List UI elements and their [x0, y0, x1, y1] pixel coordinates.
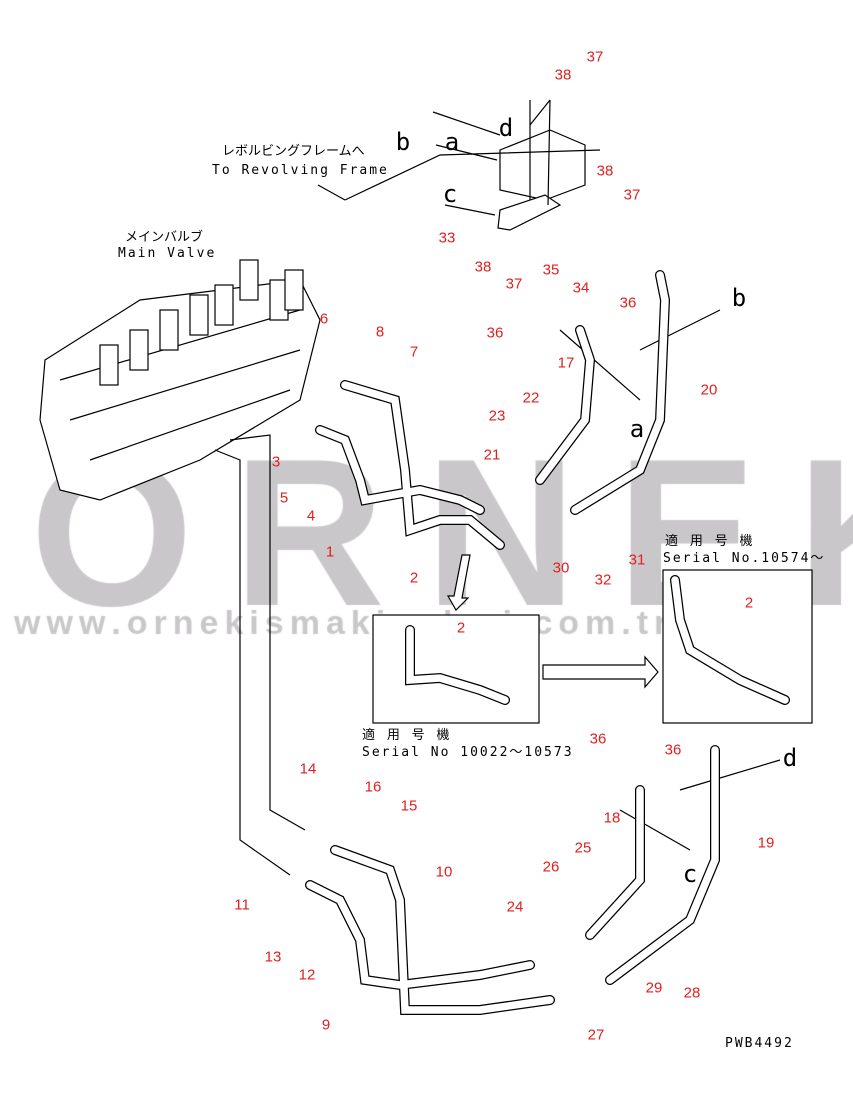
callout-25: 25: [574, 839, 592, 857]
callout-19: 19: [757, 834, 775, 852]
callout-2: 2: [456, 619, 466, 637]
callout-29: 29: [645, 979, 663, 997]
callout-13: 13: [264, 948, 282, 966]
callout-12: 12: [298, 966, 316, 984]
callout-31: 31: [628, 551, 646, 569]
callout-3: 3: [271, 453, 281, 471]
callout-18: 18: [603, 809, 621, 827]
main-valve-label-en: Main Valve: [118, 246, 217, 261]
callout-20: 20: [700, 381, 718, 399]
valve-spool: [129, 329, 149, 371]
callout-36: 36: [486, 324, 504, 342]
callout-5: 5: [279, 489, 289, 507]
callout-10: 10: [435, 863, 453, 881]
callout-26: 26: [542, 858, 560, 876]
callout-37: 37: [586, 48, 604, 66]
serial-old-label-jp: 適 用 号 機: [362, 728, 452, 743]
connection-letter-c: c: [682, 860, 698, 888]
callout-32: 32: [594, 571, 612, 589]
callout-21: 21: [483, 446, 501, 464]
callout-23: 23: [488, 407, 506, 425]
callout-22: 22: [522, 389, 540, 407]
bracket-drawing: [497, 99, 586, 231]
callout-37: 37: [505, 275, 523, 293]
revolving-frame-label-jp: レボルビングフレームへ: [222, 144, 365, 159]
callout-14: 14: [299, 760, 317, 778]
callout-24: 24: [506, 898, 524, 916]
callout-36: 36: [664, 741, 682, 759]
main-valve-label-jp: メインバルブ: [125, 230, 204, 245]
callout-33: 33: [438, 229, 456, 247]
serial-new-label-jp: 適 用 号 機: [665, 534, 755, 549]
callout-2: 2: [744, 594, 754, 612]
connection-letter-a: a: [629, 415, 645, 443]
callout-2: 2: [409, 569, 419, 587]
callout-38: 38: [596, 162, 614, 180]
connection-letter-a: a: [444, 128, 460, 156]
callout-36: 36: [589, 730, 607, 748]
callout-38: 38: [554, 66, 572, 84]
callout-38: 38: [474, 258, 492, 276]
serial-old-label-en: Serial No 10022～10573: [362, 745, 574, 760]
callout-8: 8: [375, 323, 385, 341]
callout-37: 37: [623, 186, 641, 204]
connection-letter-b: b: [731, 284, 747, 312]
callout-7: 7: [409, 343, 419, 361]
drawing-number: PWB4492: [725, 1036, 794, 1051]
callout-27: 27: [587, 1026, 605, 1044]
valve-spool: [159, 309, 179, 351]
valve-spool: [284, 269, 304, 311]
callout-16: 16: [364, 778, 382, 796]
callout-17: 17: [557, 354, 575, 372]
callout-15: 15: [400, 797, 418, 815]
callout-4: 4: [306, 507, 316, 525]
callout-30: 30: [552, 559, 570, 577]
connection-letter-d: d: [782, 744, 798, 772]
callout-9: 9: [321, 1016, 331, 1034]
valve-spool: [214, 284, 234, 326]
detail-box-old: [372, 614, 540, 724]
valve-spool: [189, 294, 209, 336]
valve-spool: [99, 344, 119, 386]
callout-11: 11: [234, 896, 250, 914]
callout-1: 1: [325, 543, 335, 561]
valve-spool: [239, 259, 259, 301]
revolving-frame-label-en: To Revolving Frame: [212, 163, 389, 178]
main-valve-drawing: [39, 259, 321, 501]
callout-6: 6: [319, 310, 329, 328]
callout-34: 34: [572, 279, 590, 297]
callout-28: 28: [683, 984, 701, 1002]
connection-letter-b: b: [395, 128, 411, 156]
connection-letter-d: d: [498, 114, 514, 142]
connection-letter-c: c: [442, 180, 458, 208]
callout-35: 35: [542, 261, 560, 279]
callout-36: 36: [619, 294, 637, 312]
serial-new-label-en: Serial No.10574～: [663, 551, 826, 566]
